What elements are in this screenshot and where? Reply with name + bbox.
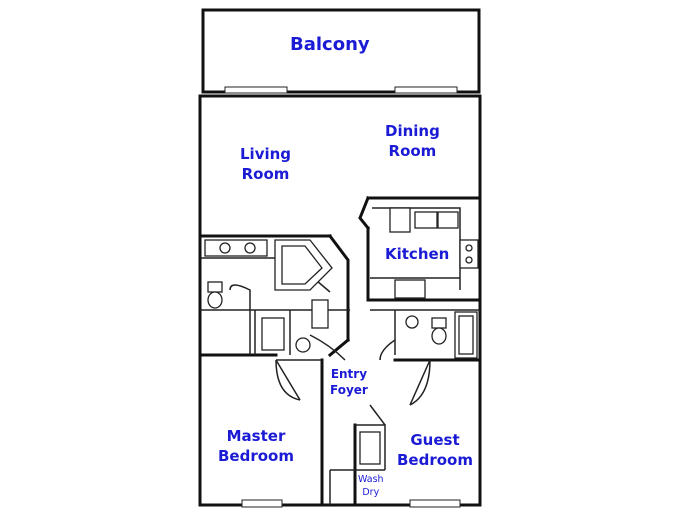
master-bedroom-name-line1: Master (226, 427, 286, 445)
entry-foyer-label: Entry Foyer (330, 367, 368, 398)
living-room-name-line2: Room (241, 164, 290, 183)
entry-foyer-name-line1: Entry (330, 367, 368, 381)
master-bedroom-label: Master Bedroom (218, 427, 294, 466)
exterior-walls (198, 94, 482, 508)
laundry-label: Wash Dry (358, 474, 384, 500)
guest-bedroom-name-line2: Bedroom (397, 450, 473, 469)
master-bedroom-name-line2: Bedroom (218, 446, 294, 465)
interior-walls (198, 196, 482, 507)
kitchen-name: Kitchen (385, 245, 450, 263)
dining-room-name-line1: Dining (385, 122, 440, 140)
living-room-label: Living Room (240, 145, 291, 184)
living-room-name-line1: Living (240, 145, 292, 163)
dining-room-name-line2: Room (388, 141, 437, 160)
entry-foyer-name-line2: Foyer (330, 382, 368, 397)
balcony-name: Balcony (290, 34, 370, 55)
laundry-wash: Wash (358, 474, 384, 485)
dining-room-label: Dining Room (385, 122, 440, 161)
balcony-label: Balcony (290, 33, 370, 56)
laundry-dry: Dry (362, 486, 380, 498)
kitchen-label: Kitchen (385, 245, 449, 265)
guest-bedroom-label: Guest Bedroom (397, 431, 473, 470)
fixtures (204, 207, 479, 465)
door-swings (229, 284, 431, 426)
balcony-walls (201, 8, 481, 94)
guest-bedroom-name-line1: Guest (410, 431, 460, 449)
